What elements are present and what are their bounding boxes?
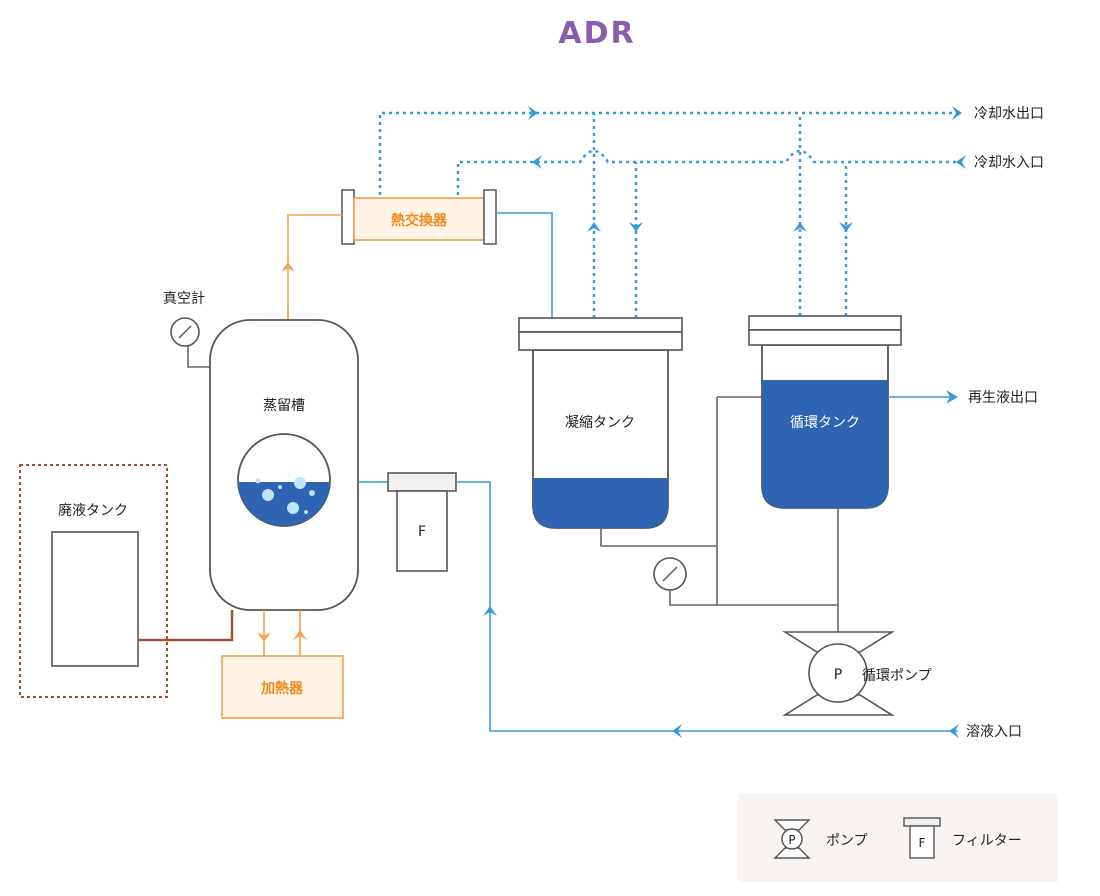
legend-filter-label: フィルター — [952, 833, 1022, 849]
cooling-water-inlet-label: 冷却水入口 — [974, 155, 1044, 171]
flow-arrow-icon — [949, 724, 959, 738]
solution-inlet-pipe — [456, 481, 958, 732]
flow-arrow-icon — [587, 222, 601, 232]
regenerated-outlet-label: 再生液出口 — [968, 390, 1038, 406]
condensation-tank-label: 凝縮タンク — [565, 415, 635, 431]
flow-arrow-icon — [956, 155, 966, 169]
heat-exchanger-label: 熱交換器 — [391, 212, 448, 229]
legend-pump-label: ポンプ — [826, 833, 868, 849]
circulation-tank: 循環タンク — [748, 315, 902, 509]
legend: P ポンプ F フィルター — [738, 794, 1058, 882]
distillation-tank-label: 蒸留槽 — [263, 398, 305, 414]
vapor-pipe — [287, 214, 342, 320]
solution-inlet-label: 溶液入口 — [966, 724, 1022, 740]
vapor-to-condenser-pipe — [496, 212, 553, 320]
cooling-water-lines — [378, 111, 960, 318]
process-pipes — [600, 396, 839, 632]
flow-arrow-icon — [528, 106, 538, 120]
vacuum-gauge: 真空計 — [163, 291, 212, 368]
filter-unit: F — [358, 472, 457, 572]
pump-icon — [808, 643, 868, 703]
flow-arrow-icon — [629, 222, 643, 232]
circulation-pump-label: 循環ポンプ — [862, 668, 932, 684]
legend-pump-mark: P — [788, 833, 795, 847]
heater: 加熱器 — [221, 610, 344, 719]
heat-exchanger: 熱交換器 — [341, 189, 497, 245]
circulation-tank-label: 循環タンク — [790, 415, 860, 431]
flow-arrow-icon — [793, 222, 807, 232]
flow-arrow-icon — [293, 630, 307, 640]
legend-pump-icon — [781, 828, 803, 850]
circulation-pump: P 循環ポンプ — [782, 631, 932, 716]
cooling-water-arrows — [528, 106, 966, 232]
flow-arrow-icon — [281, 262, 295, 272]
filter-mark: F — [418, 524, 426, 540]
flow-arrow-icon — [532, 155, 542, 169]
flow-arrow-icon — [257, 632, 271, 642]
filter-icon — [396, 490, 448, 572]
waste-tank: 廃液タンク — [19, 464, 234, 698]
cooling-water-outlet-label: 冷却水出口 — [974, 106, 1044, 122]
flow-arrow-icon — [672, 724, 682, 738]
vacuum-gauge-label: 真空計 — [163, 291, 205, 307]
heater-label: 加熱器 — [260, 680, 304, 697]
page-title: ADR — [558, 16, 635, 51]
flow-arrow-icon — [952, 106, 962, 120]
distillation-tank: 蒸留槽 — [209, 319, 359, 611]
legend-filter-icon — [909, 825, 935, 859]
pump-mark: P — [834, 667, 842, 683]
flow-arrow-icon — [839, 222, 853, 232]
flow-arrow-icon — [946, 390, 958, 404]
waste-tank-label: 廃液タンク — [58, 502, 128, 519]
flow-arrow-icon — [483, 606, 497, 616]
legend-filter-mark: F — [919, 836, 926, 850]
condensation-tank: 凝縮タンク — [518, 317, 683, 529]
